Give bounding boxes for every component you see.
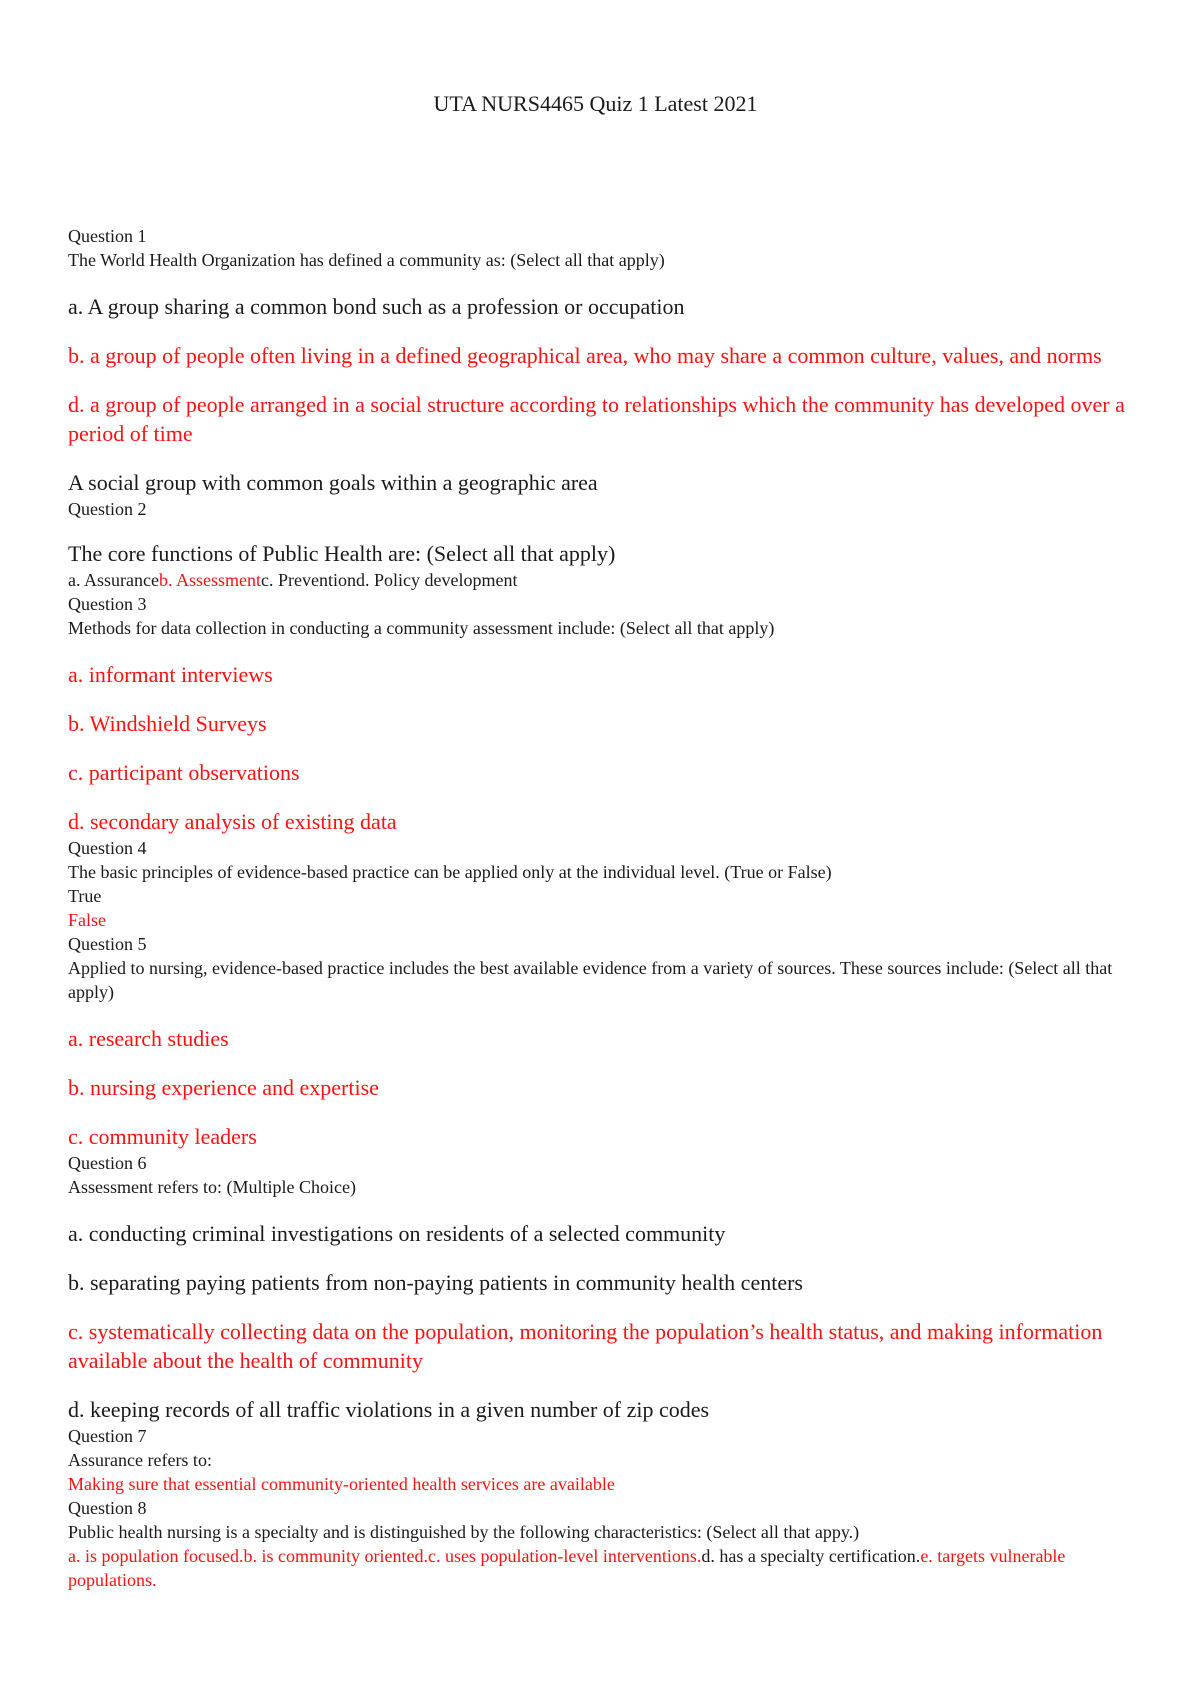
question-8-option-e: e. targets vulnerable populations. (68, 1546, 1066, 1590)
question-7-answer: Making sure that essential community-ori… (68, 1474, 615, 1494)
question-1-option-extra: A social group with common goals within … (68, 470, 598, 495)
question-8-option-c: c. uses population-level interventions. (427, 1546, 702, 1566)
question-6-label: Question 6 (68, 1153, 147, 1173)
question-1-option-b: b. a group of people often living in a d… (68, 343, 1102, 368)
question-5-prompt: Applied to nursing, evidence-based pract… (68, 958, 1113, 1002)
question-6-option-d: d. keeping records of all traffic violat… (68, 1397, 710, 1422)
question-3-label: Question 3 (68, 594, 147, 614)
question-4-option-false: False (68, 910, 106, 930)
question-3-option-d: d. secondary analysis of existing data (68, 809, 397, 834)
question-6-option-a: a. conducting criminal investigations on… (68, 1221, 726, 1246)
question-8-option-a: a. is population focused. (68, 1546, 244, 1566)
question-1-prompt: The World Health Organization has define… (68, 250, 665, 270)
question-2-option-b: b. Assessment (158, 570, 261, 590)
question-2-option-c: c. Prevention (260, 570, 356, 590)
question-8-option-d: d. has a specialty certification. (701, 1546, 921, 1566)
question-7-label: Question 7 (68, 1426, 147, 1446)
quiz-content: Question 1 The World Health Organization… (68, 224, 1130, 1592)
question-6-prompt: Assessment refers to: (Multiple Choice) (68, 1177, 356, 1197)
question-5-option-a: a. research studies (68, 1026, 229, 1051)
question-8-prompt: Public health nursing is a specialty and… (68, 1522, 860, 1542)
question-2-label: Question 2 (68, 499, 147, 519)
question-4-option-true: True (68, 886, 102, 906)
question-3-option-c: c. participant observations (68, 760, 300, 785)
question-4-label: Question 4 (68, 838, 147, 858)
question-8-option-b: b. is community oriented. (243, 1546, 428, 1566)
question-6-option-c: c. systematically collecting data on the… (68, 1319, 1103, 1373)
question-3-option-b: b. Windshield Surveys (68, 711, 267, 736)
question-4-prompt: The basic principles of evidence-based p… (68, 862, 832, 882)
page-title: UTA NURS4465 Quiz 1 Latest 2021 (433, 91, 758, 116)
question-5-label: Question 5 (68, 934, 147, 954)
question-2-option-a: a. Assurance (68, 570, 159, 590)
question-1-option-d: d. a group of people arranged in a socia… (68, 392, 1125, 446)
question-8-label: Question 8 (68, 1498, 147, 1518)
question-5-option-c: c. community leaders (68, 1124, 257, 1149)
question-6-option-b: b. separating paying patients from non-p… (68, 1270, 803, 1295)
question-7-prompt: Assurance refers to: (68, 1450, 212, 1470)
question-8-options: a. is population focused.b. is community… (68, 1544, 1130, 1592)
question-1-label: Question 1 (68, 226, 147, 246)
question-2-option-d: d. Policy development (355, 570, 518, 590)
question-3-prompt: Methods for data collection in conductin… (68, 618, 775, 638)
question-2-options: a. Assuranceb. Assessmentc. Preventiond.… (68, 568, 1130, 592)
question-2-prompt: The core functions of Public Health are:… (68, 541, 616, 566)
question-5-option-b: b. nursing experience and expertise (68, 1075, 379, 1100)
question-1-option-a: a. A group sharing a common bond such as… (68, 294, 685, 319)
question-3-option-a: a. informant interviews (68, 662, 273, 687)
